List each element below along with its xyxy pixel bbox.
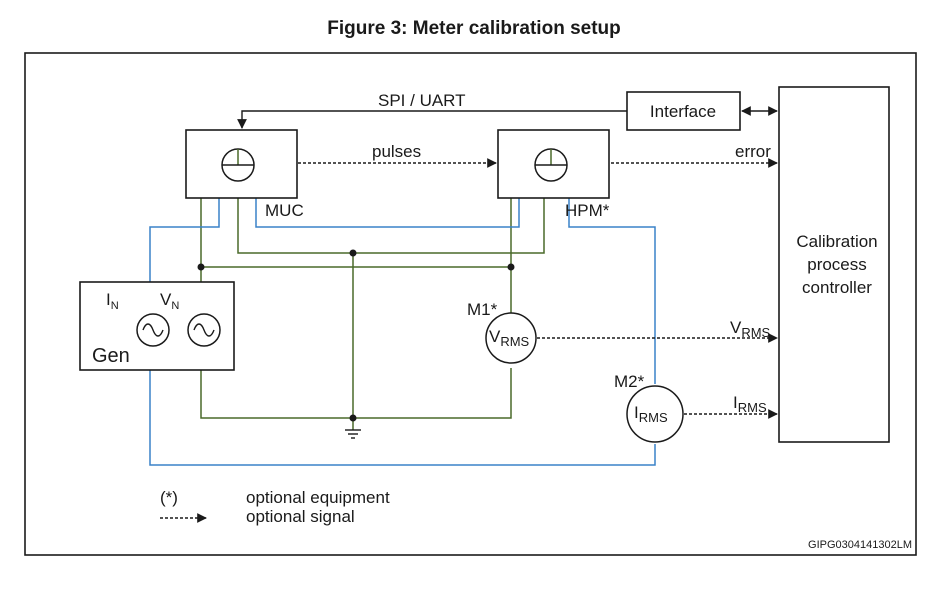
m2-label: M2* [614, 372, 645, 391]
controller-label-line1: Calibration [796, 232, 877, 251]
ac-source-icon [136, 313, 170, 347]
vrms-meter-label: VRMS [489, 327, 530, 349]
legend-signal: optional signal [246, 507, 355, 526]
spi-line [237, 110, 627, 129]
diagram-frame [24, 52, 917, 556]
ground-icon [345, 429, 361, 439]
junction-dot [349, 249, 357, 257]
legend-marker: (*) [160, 488, 178, 507]
vrms-signal-label: VRMS [730, 318, 771, 340]
spi-label: SPI / UART [378, 91, 466, 110]
muc-label: MUC [265, 201, 304, 220]
controller-block [778, 86, 890, 443]
error-label: error [735, 142, 771, 161]
figure-code: GIPG0304141302LM [808, 539, 912, 551]
irms-meter [626, 385, 684, 443]
gen-voltage-label: VN [160, 290, 179, 312]
controller-label-line3: controller [802, 278, 872, 297]
vrms-meter [485, 312, 537, 364]
junction-dot [507, 263, 515, 271]
figure-title: Figure 3: Meter calibration setup [327, 18, 621, 39]
irms-meter-label: IRMS [634, 403, 668, 425]
irms-signal-label: IRMS [733, 393, 767, 415]
gen-label: Gen [92, 345, 130, 367]
legend-equipment: optional equipment [246, 488, 390, 507]
junction-dot [197, 263, 205, 271]
m1-label: M1* [467, 300, 498, 319]
ac-source-icon [187, 313, 221, 347]
pulses-label: pulses [372, 142, 421, 161]
interface-label: Interface [650, 102, 716, 121]
controller-label-line2: process [807, 255, 867, 274]
junction-dot [349, 414, 357, 422]
hpm-label: HPM* [565, 201, 610, 220]
gen-current-label: IN [106, 290, 119, 312]
